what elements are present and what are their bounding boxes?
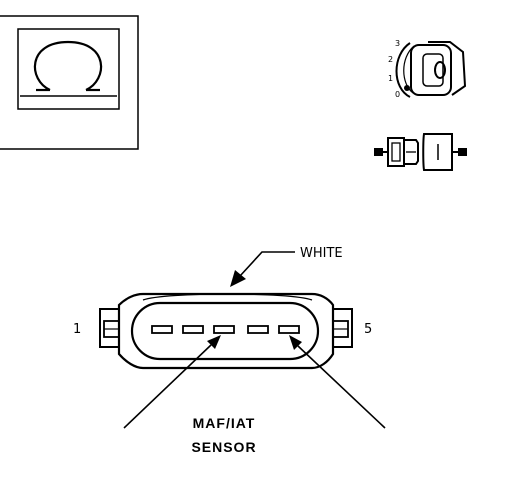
wire-color-callout: WHITE (230, 246, 343, 287)
terminal-cavity-1 (151, 325, 173, 334)
right-pointer-arrow (289, 335, 386, 429)
sensor-connector (99, 292, 353, 370)
right-latch (331, 308, 353, 348)
pin-number-last: 5 (364, 322, 372, 337)
terminal-cavity-4 (247, 325, 269, 334)
left-pointer-arrow (123, 335, 221, 429)
disconnected-connector-icon (374, 133, 467, 171)
component-name-line1: MAF/IAT (193, 415, 256, 431)
terminal-cavity-2 (182, 325, 204, 334)
ignition-position-0: 0 (395, 90, 400, 99)
ignition-key-switch-icon: 3 2 1 0 (388, 39, 467, 99)
left-latch (99, 308, 121, 348)
terminal-cavity-3 (213, 325, 235, 334)
component-name-line2: SENSOR (191, 439, 256, 455)
ignition-position-2: 2 (388, 55, 393, 64)
terminal-cavity-5 (278, 325, 300, 334)
ignition-position-1: 1 (388, 74, 393, 83)
ohmmeter-symbol-panel (0, 15, 139, 150)
wire-color-label: WHITE (300, 246, 343, 261)
ohm-omega-icon (20, 40, 117, 97)
ignition-position-3: 3 (395, 39, 400, 48)
connector-face-oval (130, 301, 320, 361)
pin-number-first: 1 (73, 322, 81, 337)
